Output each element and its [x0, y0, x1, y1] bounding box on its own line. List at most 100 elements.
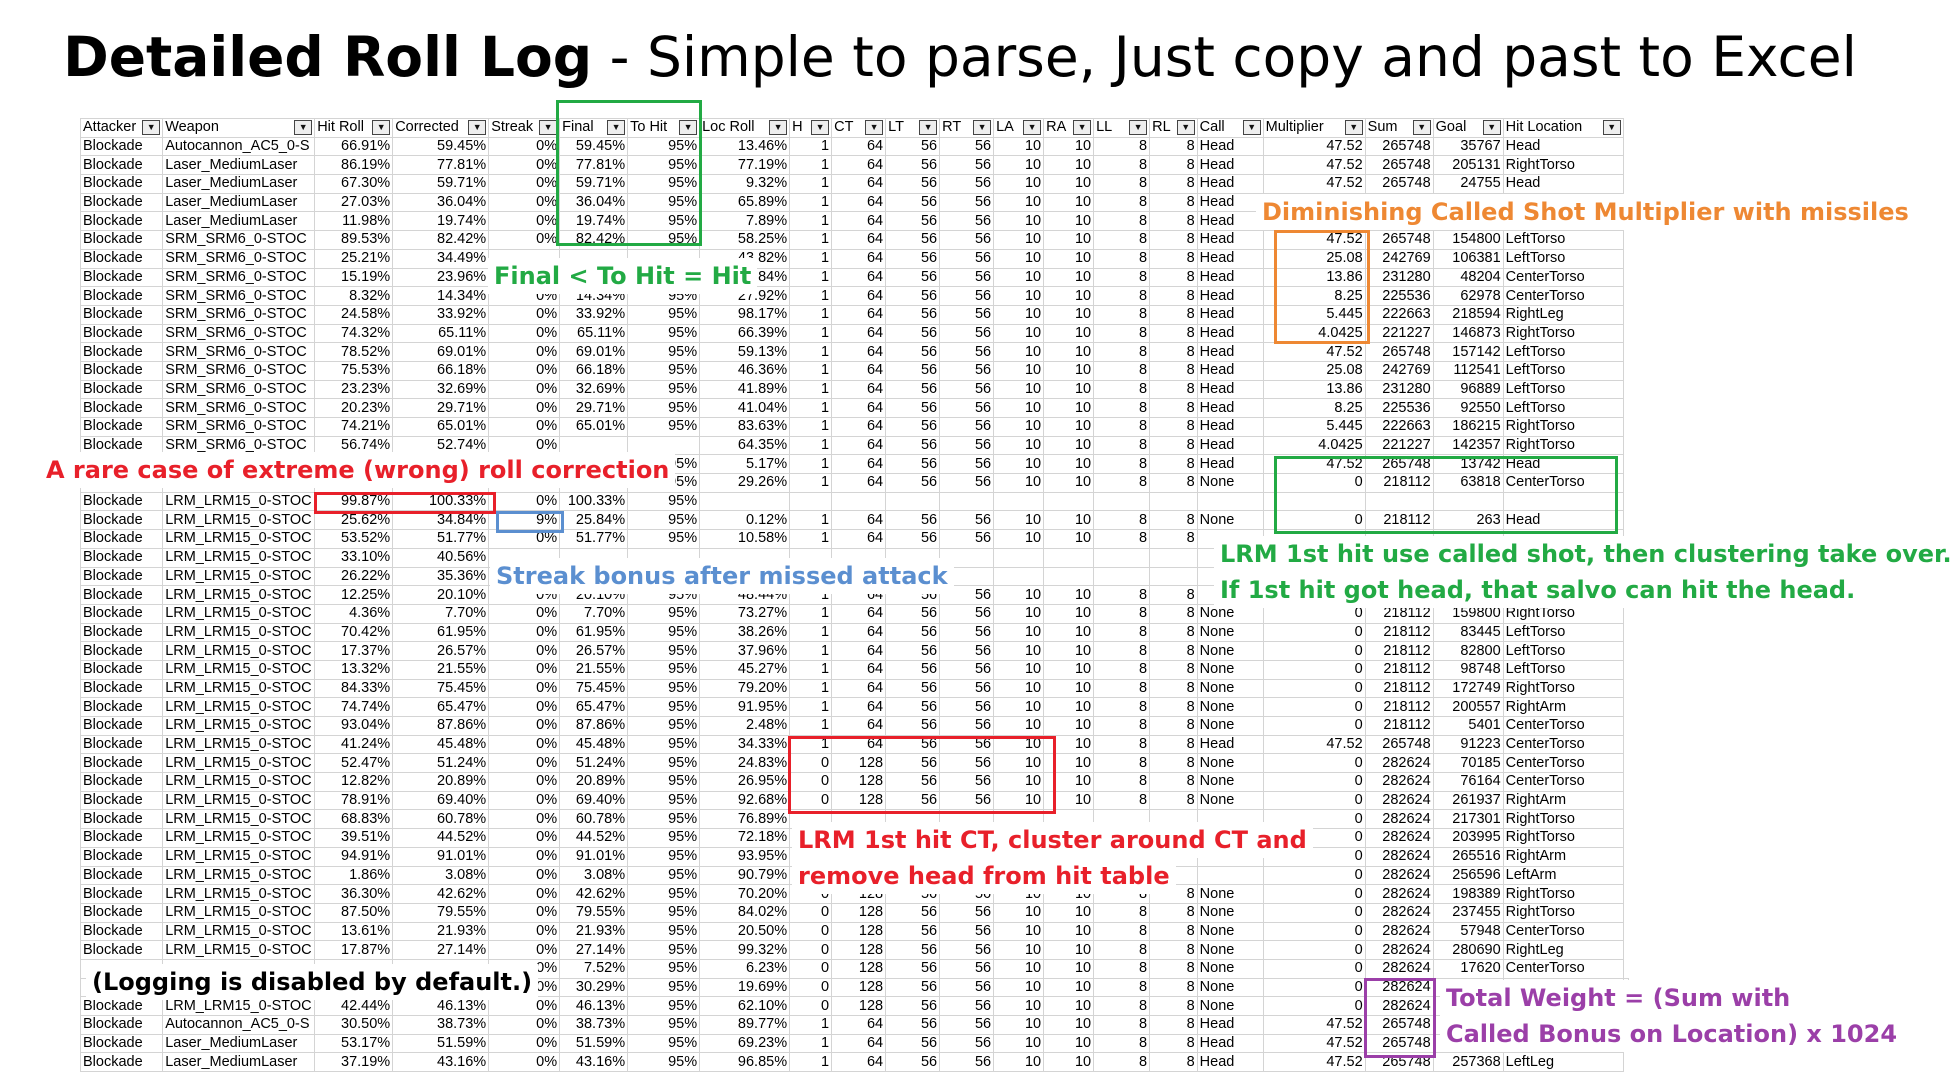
table-cell[interactable]: 56 [885, 192, 941, 213]
table-cell[interactable]: 10 [1043, 1015, 1095, 1035]
table-cell[interactable]: 1 [789, 211, 833, 232]
table-cell[interactable]: Head [1502, 510, 1624, 531]
table-cell[interactable]: None [1196, 753, 1264, 774]
table-cell[interactable]: 100.33% [559, 491, 629, 512]
table-cell[interactable]: 10 [1043, 155, 1095, 176]
table-cell[interactable]: 282624 [1364, 958, 1434, 979]
table-cell[interactable]: 0% [488, 230, 561, 250]
table-cell[interactable]: 64 [831, 678, 887, 699]
table-cell[interactable]: Head [1196, 211, 1264, 232]
table-cell[interactable]: CenterTorso [1502, 772, 1624, 792]
table-cell[interactable]: 0 [1262, 790, 1366, 811]
table-cell[interactable]: 8 [1093, 977, 1151, 998]
table-cell[interactable]: 8 [1093, 342, 1151, 362]
table-cell[interactable]: 64 [831, 155, 887, 176]
table-cell[interactable]: 62978 [1432, 286, 1504, 306]
table-cell[interactable]: 10 [1043, 697, 1095, 717]
table-cell[interactable]: 8 [1149, 417, 1198, 437]
table-cell[interactable]: 146873 [1432, 323, 1504, 344]
table-cell[interactable]: 95% [627, 529, 701, 549]
table-cell[interactable]: 76164 [1432, 772, 1504, 792]
table-cell[interactable]: 82.42% [392, 230, 490, 250]
table-cell[interactable]: 24755 [1432, 174, 1504, 194]
table-cell[interactable]: 77.81% [392, 155, 490, 176]
table-cell[interactable]: 8 [1149, 454, 1198, 475]
table-cell[interactable]: 17.87% [314, 940, 394, 960]
table-cell[interactable]: 205131 [1432, 155, 1504, 176]
table-cell[interactable]: Blockade [79, 398, 164, 418]
table-cell[interactable]: 8 [1149, 529, 1198, 549]
table-cell[interactable]: Head [1196, 342, 1264, 362]
table-cell[interactable]: 45.48% [559, 734, 629, 755]
table-cell[interactable]: 47.52 [1262, 342, 1366, 362]
table-cell[interactable]: 25.08 [1262, 248, 1366, 269]
table-cell[interactable]: 256596 [1432, 865, 1504, 886]
table-cell[interactable]: 3.08% [559, 865, 629, 886]
table-cell[interactable]: 56 [885, 211, 941, 232]
table-cell[interactable]: 95% [627, 1015, 701, 1035]
table-cell[interactable]: 38.73% [392, 1015, 490, 1035]
table-cell[interactable]: 203995 [1432, 828, 1504, 848]
table-cell[interactable]: 1 [789, 716, 833, 736]
table-cell[interactable]: Blockade [79, 192, 164, 213]
table-cell[interactable]: 30.50% [314, 1015, 394, 1035]
table-cell[interactable]: 10 [993, 1015, 1045, 1035]
table-cell[interactable]: 2.48% [699, 716, 791, 736]
table-cell[interactable]: 34.33% [699, 734, 791, 755]
table-cell[interactable] [1043, 566, 1095, 587]
table-cell[interactable]: 56 [939, 641, 995, 661]
table-cell[interactable]: 221227 [1364, 323, 1434, 344]
table-cell[interactable]: 10 [993, 192, 1045, 213]
table-cell[interactable]: CenterTorso [1502, 267, 1624, 288]
table-cell[interactable]: 0% [488, 323, 561, 344]
table-cell[interactable]: 9.32% [699, 174, 791, 194]
table-cell[interactable]: 56 [885, 641, 941, 661]
table-cell[interactable]: 17620 [1432, 958, 1504, 979]
table-cell[interactable]: 112541 [1432, 360, 1504, 381]
table-cell[interactable]: 8 [1093, 379, 1151, 400]
table-cell[interactable]: 8 [1093, 211, 1151, 232]
table-cell[interactable]: 56 [939, 286, 995, 306]
table-cell[interactable]: 95% [627, 342, 701, 362]
table-cell[interactable] [1043, 491, 1095, 512]
table-cell[interactable]: 67.30% [314, 174, 394, 194]
table-cell[interactable]: 1.86% [314, 865, 394, 886]
table-cell[interactable]: None [1196, 996, 1264, 1016]
table-cell[interactable]: 1 [789, 398, 833, 418]
table-cell[interactable]: 56 [885, 417, 941, 437]
table-cell[interactable]: 64 [831, 398, 887, 418]
table-cell[interactable]: 56 [885, 473, 941, 493]
table-cell[interactable]: 257368 [1432, 1052, 1504, 1073]
table-cell[interactable]: 64 [831, 342, 887, 362]
table-cell[interactable]: Blockade [79, 155, 164, 176]
table-cell[interactable]: 46.13% [559, 996, 629, 1016]
table-cell[interactable]: 1 [789, 622, 833, 643]
table-cell[interactable]: RightTorso [1502, 678, 1624, 699]
table-cell[interactable]: 8 [1149, 473, 1198, 493]
table-cell[interactable]: 56 [939, 902, 995, 923]
table-cell[interactable]: 78.52% [314, 342, 394, 362]
table-cell[interactable]: 8 [1149, 1033, 1198, 1054]
table-cell[interactable]: 86.19% [314, 155, 394, 176]
table-cell[interactable]: 1 [789, 323, 833, 344]
table-cell[interactable]: 56 [939, 248, 995, 269]
table-cell[interactable]: 40.56% [392, 547, 490, 568]
table-cell[interactable]: 95% [627, 678, 701, 699]
table-cell[interactable]: 265748 [1364, 1015, 1434, 1035]
table-cell[interactable]: 10 [993, 622, 1045, 643]
table-cell[interactable]: 10 [1043, 958, 1095, 979]
table-cell[interactable]: 10 [993, 230, 1045, 250]
table-cell[interactable]: RightTorso [1502, 603, 1624, 624]
table-cell[interactable]: 10 [1043, 248, 1095, 269]
filter-dropdown-icon[interactable]: ▼ [1344, 120, 1363, 135]
table-cell[interactable]: 56 [885, 902, 941, 923]
table-cell[interactable]: 56 [939, 323, 995, 344]
table-cell[interactable]: 265748 [1364, 174, 1434, 194]
table-cell[interactable]: 10 [993, 379, 1045, 400]
table-cell[interactable]: 0.12% [699, 510, 791, 531]
table-cell[interactable]: 56 [939, 1052, 995, 1073]
table-cell[interactable]: 10 [993, 585, 1045, 605]
table-cell[interactable] [1149, 547, 1198, 568]
table-cell[interactable]: 52.74% [392, 435, 490, 456]
table-cell[interactable]: 47.52 [1262, 1033, 1366, 1054]
